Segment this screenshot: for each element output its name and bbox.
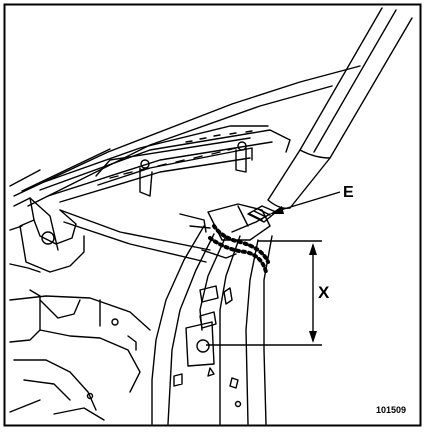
callout-e-label: E [343, 184, 354, 201]
callout-e-arrowhead [270, 206, 284, 214]
body-structure-drawing [9, 7, 413, 425]
dimension-arrowheads [309, 243, 317, 343]
cut-line-dotted [208, 224, 270, 274]
figure-frame [3, 3, 422, 427]
dimension-x [206, 240, 322, 346]
dimension-x-label: X [318, 283, 330, 302]
figure-reference-number: 101509 [376, 405, 406, 415]
callout-e-leader [273, 191, 341, 213]
